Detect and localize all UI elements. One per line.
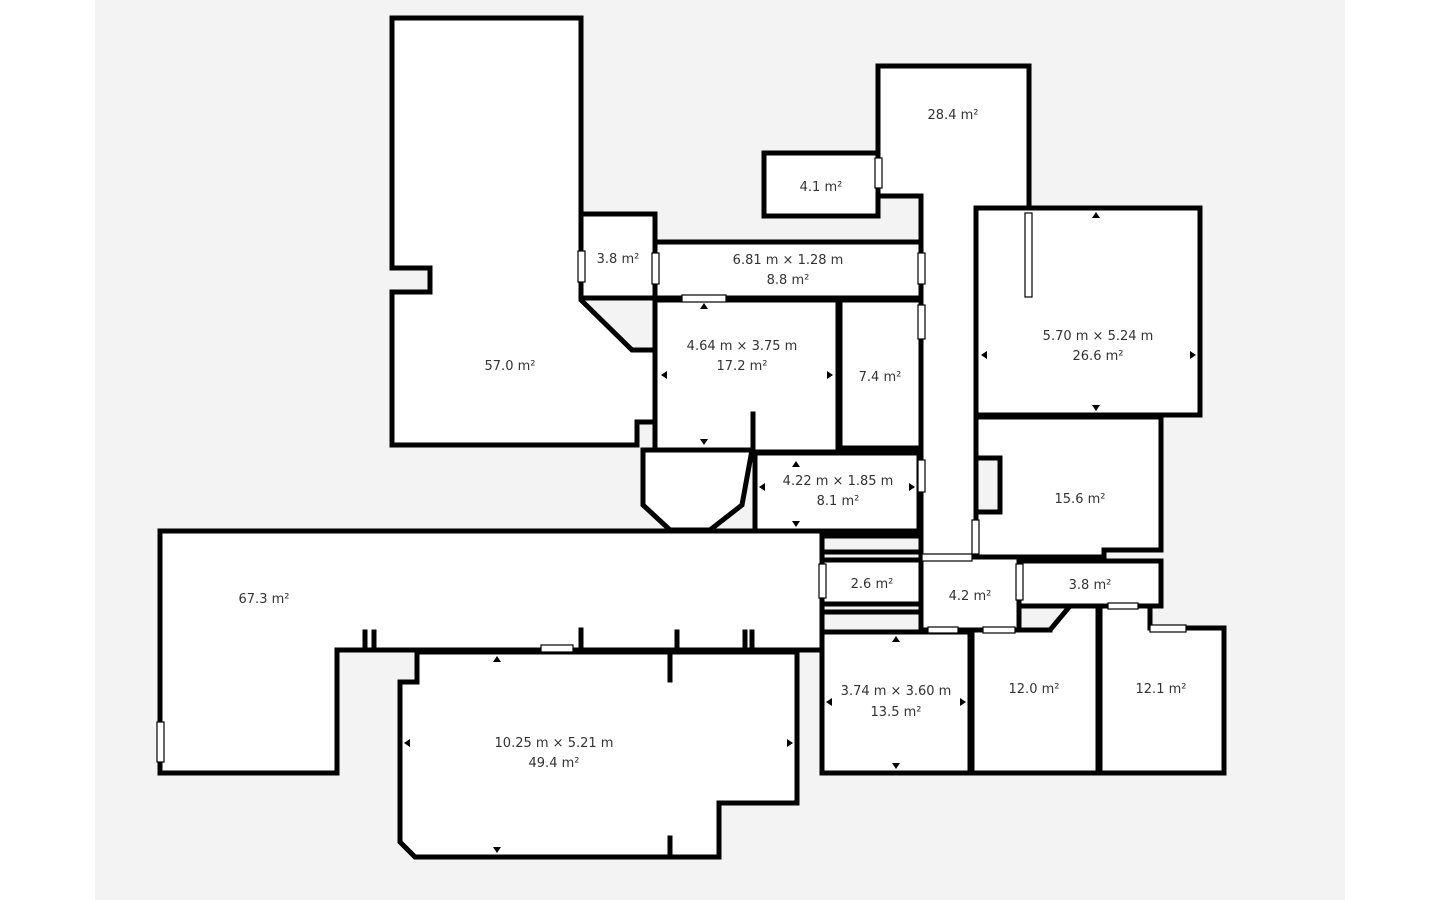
room-15-6[interactable] (973, 414, 1164, 560)
room-4-1[interactable] (761, 150, 881, 219)
door[interactable] (917, 459, 926, 493)
room-area-label: 12.0 m² (1009, 682, 1060, 697)
dimension-arrow-icon (1092, 212, 1100, 218)
door[interactable] (927, 626, 959, 634)
dimension-arrow-icon (827, 371, 833, 379)
room-area-label: 57.0 m² (485, 359, 536, 374)
door[interactable] (874, 157, 883, 189)
dimension-arrow-icon (960, 698, 966, 706)
door[interactable] (917, 252, 926, 285)
room-7-4[interactable] (837, 297, 924, 451)
room-dims-label: 4.64 m × 3.75 m (687, 339, 798, 354)
room-area-label: 2.6 m² (851, 577, 894, 592)
dimension-arrow-icon (892, 636, 900, 642)
door[interactable] (921, 553, 973, 562)
room-area-label: 8.8 m² (767, 273, 810, 288)
room-13-5[interactable] (819, 629, 973, 776)
room-8-8[interactable] (652, 239, 924, 301)
room-area-label: 17.2 m² (717, 359, 768, 374)
door[interactable] (1107, 602, 1139, 610)
dimension-arrow-icon (404, 739, 410, 747)
door[interactable] (818, 563, 827, 599)
door[interactable] (540, 644, 574, 653)
door[interactable] (1149, 624, 1187, 633)
dimension-arrow-icon (493, 847, 501, 853)
door[interactable] (156, 721, 165, 763)
room-area-label: 4.1 m² (800, 180, 843, 195)
room-67-3[interactable] (157, 528, 825, 776)
room-labels: 57.0 m² 3.8 m² 6.81 m × 1.28 m 8.8 m² 4.… (239, 108, 1187, 771)
dimension-arrow-icon (787, 739, 793, 747)
room-area-label: 49.4 m² (529, 756, 580, 771)
door[interactable] (917, 304, 926, 340)
room-area-label: 26.6 m² (1073, 349, 1124, 364)
room-area-label: 15.6 m² (1055, 492, 1106, 507)
dimension-markers (404, 212, 1196, 853)
room-17-2[interactable] (652, 297, 841, 455)
dimension-arrow-icon (1190, 351, 1196, 359)
room-8-1[interactable] (752, 450, 922, 534)
dimension-arrow-icon (909, 483, 915, 491)
door[interactable] (1015, 563, 1024, 601)
dimension-arrow-icon (700, 439, 708, 445)
dimension-arrow-icon (493, 656, 501, 662)
dimension-arrow-icon (700, 303, 708, 309)
room-dims-label: 10.25 m × 5.21 m (495, 736, 614, 751)
room-area-label: 8.1 m² (817, 494, 860, 509)
room-area-label: 3.8 m² (597, 252, 640, 267)
dimension-arrow-icon (661, 371, 667, 379)
rooms (157, 15, 1227, 860)
door[interactable] (971, 519, 980, 555)
room-area-label: 67.3 m² (239, 592, 290, 607)
room-49-4[interactable] (397, 649, 800, 860)
door[interactable] (982, 626, 1016, 634)
dimension-arrow-icon (826, 698, 832, 706)
doors (156, 157, 1187, 763)
door[interactable] (1024, 212, 1033, 298)
dimension-arrow-icon (892, 763, 900, 769)
wall-details (362, 411, 1053, 860)
door[interactable] (651, 252, 660, 285)
door[interactable] (681, 294, 727, 303)
door[interactable] (577, 250, 586, 283)
dimension-arrow-icon (792, 461, 800, 467)
room-12-1[interactable] (1097, 603, 1227, 776)
room-dims-label: 4.22 m × 1.85 m (783, 474, 894, 489)
room-dims-label: 6.81 m × 1.28 m (733, 253, 844, 268)
room-57[interactable] (389, 15, 658, 448)
dimension-arrow-icon (759, 483, 765, 491)
room-area-label: 3.8 m² (1069, 578, 1112, 593)
room-dims-label: 3.74 m × 3.60 m (841, 684, 952, 699)
room-area-label: 12.1 m² (1136, 682, 1187, 697)
dimension-arrow-icon (792, 521, 800, 527)
room-area-label: 28.4 m² (928, 108, 979, 123)
room-26-6[interactable] (973, 205, 1203, 418)
dimension-arrow-icon (981, 351, 987, 359)
room-area-label: 4.2 m² (949, 589, 992, 604)
room-dims-label: 5.70 m × 5.24 m (1043, 329, 1154, 344)
dimension-arrow-icon (1092, 405, 1100, 411)
room-area-label: 7.4 m² (859, 370, 902, 385)
room-area-label: 13.5 m² (871, 705, 922, 720)
